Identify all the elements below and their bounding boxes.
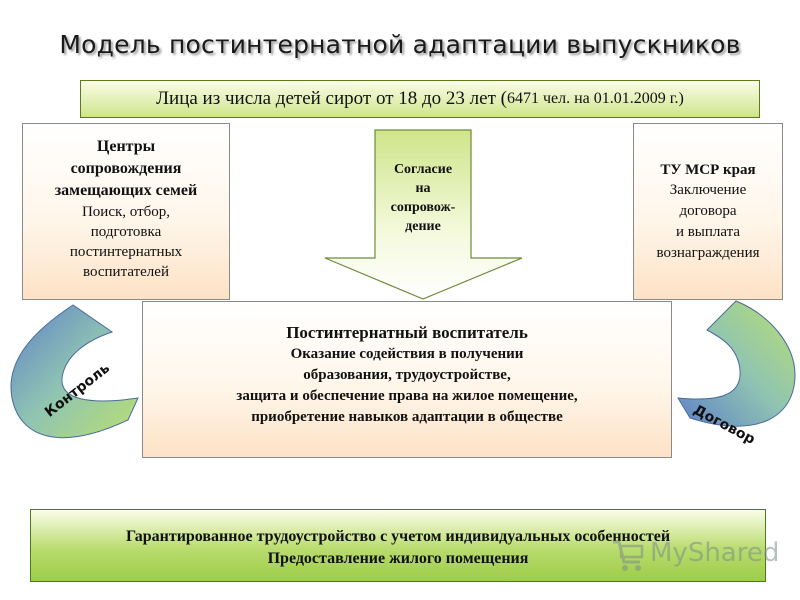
ministry-office-box: ТУ МСР края Заключение договора и выплат… — [633, 123, 783, 300]
post-boarding-educator-box: Постинтернатный воспитатель Оказание сод… — [142, 301, 672, 458]
ministry-office-heading: ТУ МСР края — [660, 162, 756, 178]
post-boarding-educator-heading: Постинтернатный воспитатель — [286, 323, 528, 342]
support-centers-box: Центры сопровождения замещающих семей По… — [22, 123, 230, 300]
ministry-office-body: Заключение договора и выплата вознагражд… — [656, 182, 760, 261]
educator-duty-line-2: образования, трудоустройстве, — [303, 367, 511, 383]
contract-label: Договор — [690, 402, 758, 448]
cart-icon — [613, 540, 644, 571]
consent-arrow-label: Согласие на сопровож- дение — [390, 162, 456, 234]
watermark-text: MyShared — [650, 538, 780, 568]
outcome-housing: Предоставление жилого помещения — [267, 550, 529, 567]
consent-arrow — [324, 129, 523, 300]
watermark: MyShared — [610, 536, 779, 576]
educator-duty-line-4: приобретение навыков адаптации в обществ… — [251, 409, 563, 425]
support-centers-body: Поиск, отбор, подготовка постинтернатных… — [69, 204, 183, 280]
educator-duty-line-1: Оказание содействия в получении — [290, 346, 524, 362]
target-group-banner: Лица из числа детей сирот от 18 до 23 ле… — [80, 80, 760, 118]
target-group-count: 6471 чел. на 01.01.2009 г.) — [506, 90, 684, 107]
educator-duty-line-3: защита и обеспечение права на жилое поме… — [236, 388, 578, 404]
page-title: Модель постинтернатной адаптации выпускн… — [59, 30, 741, 59]
support-centers-heading: Центры сопровождения замещающих семей — [54, 138, 198, 199]
control-curve-arrow — [10, 304, 139, 439]
outcome-employment: Гарантированное трудоустройство с учетом… — [125, 528, 671, 545]
target-group-text: Лица из числа детей сирот от 18 до 23 ле… — [156, 88, 507, 109]
control-label: Контроль — [42, 360, 114, 421]
outcomes-box: Гарантированное трудоустройство с учетом… — [30, 509, 766, 582]
